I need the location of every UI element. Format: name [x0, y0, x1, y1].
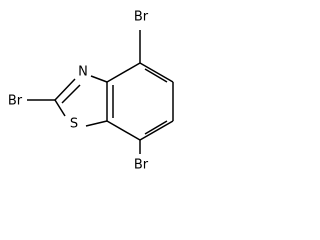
bond-lines	[27, 30, 174, 154]
bond-c2-s	[54, 99, 66, 117]
atom-label-br-bottom: Br	[134, 158, 149, 173]
atom-label-br-left: Br	[8, 94, 23, 109]
molecule-structure: Br N Br S Br	[8, 10, 174, 173]
bond-c3a-n	[90, 75, 108, 83]
atom-label-sulfur: S	[70, 117, 78, 132]
bond-n-c2-inner	[61, 84, 81, 104]
bond-n-c2	[54, 78, 76, 101]
bond-c6-c7	[139, 120, 174, 141]
atom-label-nitrogen: N	[78, 65, 88, 80]
bond-c4-c5	[139, 62, 174, 83]
atom-label-br-top: Br	[134, 10, 149, 25]
bond-c4-c5-inner	[144, 68, 168, 83]
bond-c6-c7-inner	[144, 120, 168, 135]
bond-c7-c7a	[106, 120, 141, 141]
bond-s-c7a	[85, 120, 108, 127]
bond-c3a-c4	[106, 62, 141, 83]
